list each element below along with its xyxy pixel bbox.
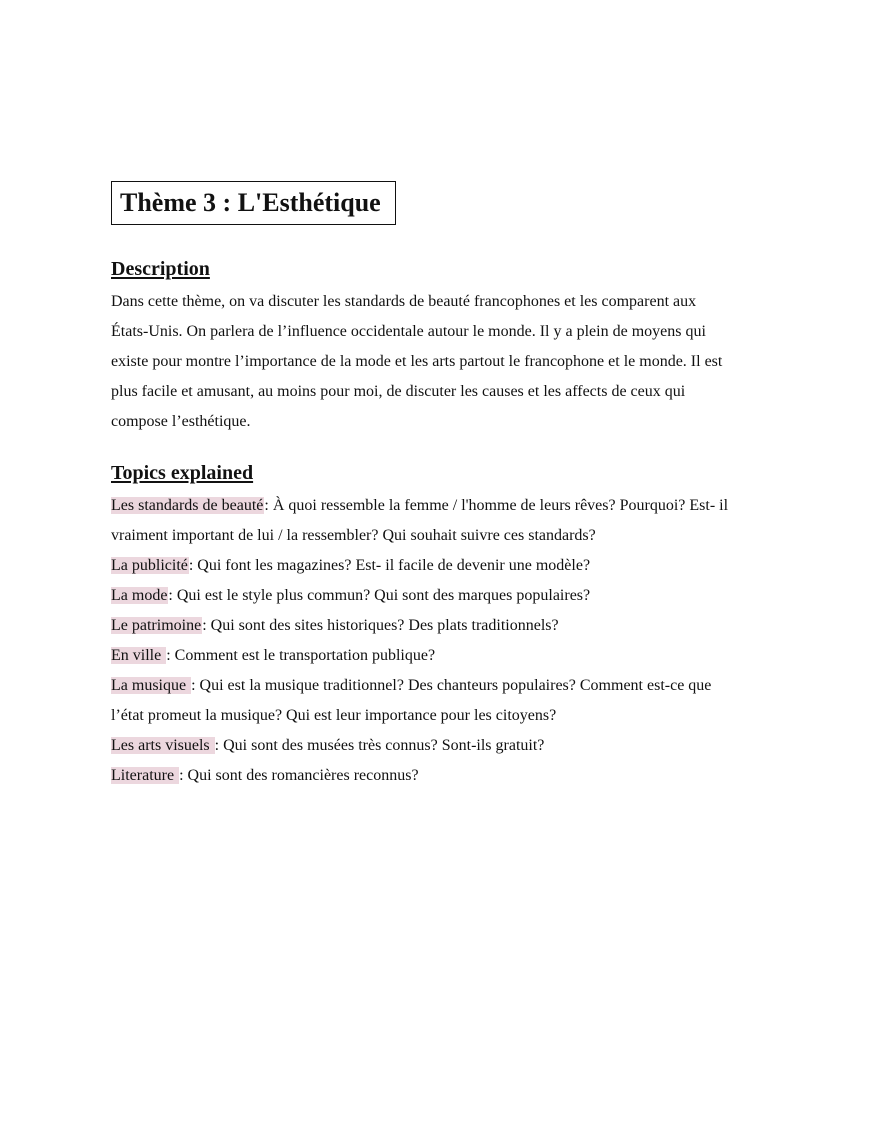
- topic-text: : Qui sont des romancières reconnus?: [179, 767, 419, 784]
- description-line: compose l’esthétique.: [111, 413, 251, 430]
- topic-item: En ville : Comment est le transportation…: [111, 641, 801, 671]
- topic-item: Les arts visuels : Qui sont des musées t…: [111, 731, 801, 761]
- topic-term: La musique: [111, 677, 192, 694]
- description-line: existe pour montre l’importance de la mo…: [111, 353, 723, 370]
- topic-text: : À quoi ressemble la femme / l'homme de…: [264, 497, 729, 514]
- description-heading: Description: [111, 258, 210, 280]
- topic-item: La publicité: Qui font les magazines? Es…: [111, 551, 801, 581]
- topic-item-continuation: vraiment important de lui / la ressemble…: [111, 527, 596, 544]
- topic-text: : Qui est le style plus commun? Qui sont…: [168, 587, 591, 604]
- description-line: Dans cette thème, on va discuter les sta…: [111, 293, 697, 310]
- topic-term: Les standards de beauté: [111, 497, 265, 514]
- topic-text: : Qui sont des musées très connus? Sont-…: [214, 737, 545, 754]
- page-title: Thème 3 : L'Esthétique: [120, 188, 381, 217]
- topics-heading: Topics explained: [111, 462, 254, 484]
- topic-term: Le patrimoine: [111, 617, 203, 634]
- topic-term: La publicité: [111, 557, 189, 574]
- topic-text: : Qui est la musique traditionnel? Des c…: [191, 677, 712, 694]
- topic-text: : Qui font les magazines? Est- il facile…: [188, 557, 591, 574]
- title-box: Thème 3 : L'Esthétique: [111, 181, 396, 225]
- topic-term: Literature: [111, 767, 180, 784]
- topic-item: La musique : Qui est la musique traditio…: [111, 671, 801, 701]
- topic-term: En ville: [111, 647, 167, 664]
- topic-item: Le patrimoine: Qui sont des sites histor…: [111, 611, 801, 641]
- topic-term: Les arts visuels: [111, 737, 215, 754]
- topic-item: Les standards de beauté: À quoi ressembl…: [111, 491, 801, 521]
- topic-item: Literature : Qui sont des romancières re…: [111, 761, 801, 791]
- description-line: plus facile et amusant, au moins pour mo…: [111, 383, 686, 400]
- description-line: États-Unis. On parlera de l’influence oc…: [111, 323, 706, 340]
- topic-text: : Comment est le transportation publique…: [166, 647, 436, 664]
- description-paragraph: Dans cette thème, on va discuter les sta…: [111, 287, 791, 437]
- topic-item: La mode: Qui est le style plus commun? Q…: [111, 581, 801, 611]
- topic-item-continuation: l’état promeut la musique? Qui est leur …: [111, 707, 557, 724]
- topic-term: La mode: [111, 587, 169, 604]
- topics-list: Les standards de beauté: À quoi ressembl…: [111, 491, 801, 791]
- topic-text: : Qui sont des sites historiques? Des pl…: [202, 617, 559, 634]
